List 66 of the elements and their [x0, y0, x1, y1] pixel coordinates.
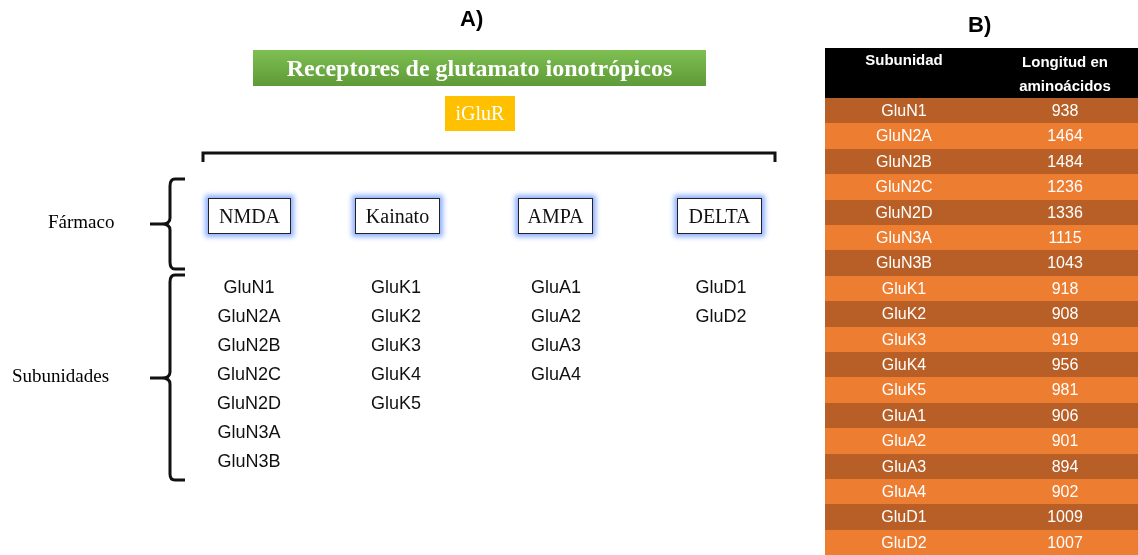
- subunit-name: GluA2: [531, 306, 581, 327]
- header-cell-text: Longitud en aminoácidos: [1018, 52, 1112, 96]
- table-cell-text: 908: [1051, 304, 1079, 325]
- table-cell-text: GluK5: [881, 380, 927, 401]
- subunit-name: GluA1: [531, 277, 581, 298]
- table-cell-text: 1007: [1047, 532, 1083, 553]
- subunit-name: GluK2: [371, 306, 421, 327]
- table-cell-text: GluA4: [881, 482, 927, 502]
- table-cell-text: GluN3B: [876, 253, 932, 274]
- table-cell-text: 918: [1051, 278, 1079, 299]
- table-cell-text: GluA3: [881, 456, 927, 477]
- subunit-name: GluN1: [223, 277, 275, 298]
- subunit-name: GluA4: [531, 364, 581, 385]
- subunit-name: GluN2D: [217, 393, 281, 414]
- table-cell-text: 1236: [1047, 177, 1083, 198]
- family-box: AMPA: [518, 198, 593, 234]
- table-cell-text: GluN2D: [875, 202, 933, 223]
- acronym-box: iGluR: [445, 96, 515, 131]
- subunit-name: GluK4: [371, 364, 421, 385]
- subunit-name: GluD2: [695, 306, 747, 327]
- title-box: Receptores de glutamato ionotrópicos: [253, 50, 706, 86]
- table-cell-text: GluA1: [881, 405, 927, 426]
- table-cell-text: GluD1: [881, 507, 927, 528]
- subunit-name: GluN3A: [217, 422, 281, 443]
- table-cell-text: 1464: [1047, 126, 1083, 147]
- table-cell-text: GluK1: [881, 278, 927, 299]
- table-cell-text: GluN2C: [875, 177, 933, 198]
- subunit-name: GluK1: [371, 277, 421, 298]
- subunit-name: GluN2C: [217, 364, 281, 385]
- table-cell-text: 1336: [1047, 202, 1083, 223]
- table-cell-text: 981: [1051, 380, 1079, 401]
- family-box: NMDA: [208, 198, 291, 234]
- table-cell-text: 938: [1051, 101, 1079, 121]
- table-cell-text: GluA2: [881, 431, 927, 452]
- subunit-name: GluN2B: [217, 335, 281, 356]
- subunit-name: GluD1: [695, 277, 747, 298]
- row-label: Fármaco: [48, 211, 115, 233]
- family-box: Kainato: [355, 198, 440, 234]
- table-cell-text: GluN2A: [876, 126, 932, 147]
- family-box: DELTA: [677, 198, 762, 234]
- table-cell-text: GluK4: [881, 355, 927, 375]
- subunit-name: GluA3: [531, 335, 581, 356]
- table-cell-text: 956: [1051, 355, 1079, 375]
- table-cell-text: GluK3: [881, 329, 927, 350]
- table-cell-text: 1043: [1047, 253, 1083, 274]
- header-cell: Subunidad: [865, 50, 943, 70]
- subunit-name: GluN2A: [217, 306, 281, 327]
- table-cell-text: GluK2: [881, 304, 927, 325]
- row-label: Subunidades: [12, 365, 110, 387]
- table-cell-text: 906: [1051, 405, 1079, 426]
- subunit-name: GluN3B: [217, 451, 281, 472]
- subunit-name: GluK5: [371, 393, 421, 414]
- table-cell-text: 1009: [1047, 507, 1083, 528]
- subunit-name: GluK3: [371, 335, 421, 356]
- table-cell-text: 894: [1051, 456, 1079, 477]
- table-cell-text: 919: [1051, 329, 1079, 350]
- table-cell-text: GluD2: [881, 532, 927, 553]
- table-cell-text: GluN3A: [876, 228, 932, 248]
- table-cell-text: GluN1: [881, 101, 927, 121]
- panel-label: A): [460, 6, 484, 32]
- table-cell-text: 1115: [1048, 228, 1082, 248]
- table-cell-text: 902: [1051, 482, 1079, 502]
- table-cell-text: 901: [1051, 431, 1079, 452]
- table-cell-text: 1484: [1047, 151, 1083, 172]
- table-cell-text: GluN2B: [876, 151, 932, 172]
- panel-label: B): [968, 12, 992, 38]
